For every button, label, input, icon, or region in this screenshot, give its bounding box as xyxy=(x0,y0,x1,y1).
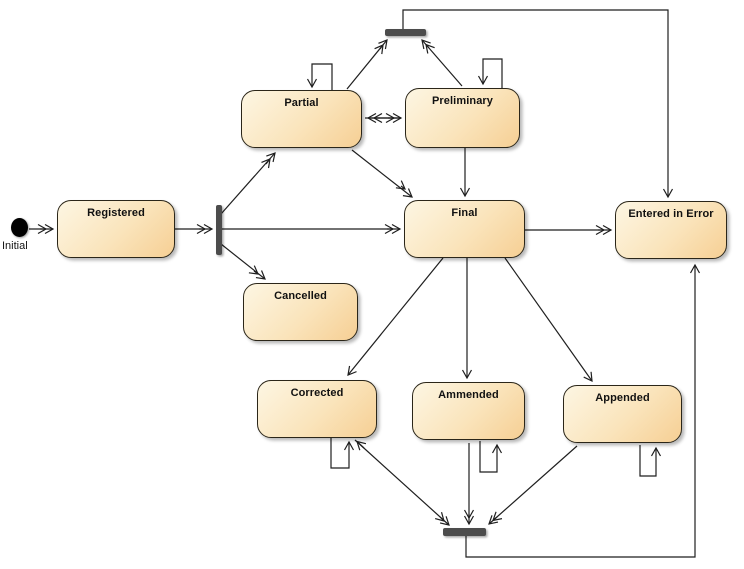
transition-corrected-self-loop xyxy=(330,438,355,469)
state-final: Final xyxy=(404,200,525,258)
transition-joinbottom-corrected xyxy=(356,440,367,451)
state-cancelled-label: Cancelled xyxy=(274,290,327,302)
state-preliminary-label: Preliminary xyxy=(431,95,494,107)
transition-partial-final xyxy=(351,149,413,198)
join-bottom-bar xyxy=(443,528,486,536)
state-corrected-label: Corrected xyxy=(290,387,344,399)
state-entered-in-error: Entered in Error xyxy=(615,201,727,259)
state-appended: Appended xyxy=(563,385,682,443)
state-partial: Partial xyxy=(241,90,362,148)
transition-corrected-joinbottom-chevron xyxy=(434,511,445,522)
transition-corrected-joinbottom xyxy=(354,439,450,526)
transition-partial-self-loop xyxy=(306,63,333,91)
state-appended-label: Appended xyxy=(595,392,650,404)
transition-fork-cancelled xyxy=(220,243,266,280)
state-cancelled: Cancelled xyxy=(243,283,358,341)
state-partial-label: Partial xyxy=(284,97,319,109)
transition-preliminary-jointop-chevron xyxy=(425,43,435,54)
transition-final-corrected xyxy=(347,257,444,376)
transition-partial-final-chevron xyxy=(395,180,406,190)
initial-state-dot xyxy=(11,218,28,237)
state-final-label: Final xyxy=(451,207,478,219)
initial-state-label: Initial xyxy=(2,240,28,252)
fork-bar xyxy=(216,205,222,255)
transition-fork-cancelled-chevron xyxy=(248,265,259,275)
transition-fork-partial-chevron xyxy=(261,158,271,169)
transition-ammended-self-loop xyxy=(479,441,503,473)
state-ammended-label: Ammended xyxy=(438,389,499,401)
transition-preliminary-self-loop xyxy=(477,58,503,88)
state-ammended: Ammended xyxy=(412,382,525,440)
transition-appended-joinbottom-chevron xyxy=(492,511,503,522)
transition-joinbottom-enterederror xyxy=(465,263,701,558)
transition-jointop-enterederror xyxy=(402,9,674,199)
state-registered-label: Registered xyxy=(87,207,145,219)
state-registered: Registered xyxy=(57,200,175,258)
state-preliminary: Preliminary xyxy=(405,88,520,148)
transition-partial-jointop-chevron xyxy=(374,44,384,55)
transition-appended-self-loop xyxy=(639,445,662,477)
state-corrected: Corrected xyxy=(257,380,377,438)
state-entered-in-error-label: Entered in Error xyxy=(628,208,714,220)
transition-appended-joinbottom xyxy=(488,445,578,525)
transition-final-appended xyxy=(504,257,593,382)
join-top-bar xyxy=(385,29,426,36)
